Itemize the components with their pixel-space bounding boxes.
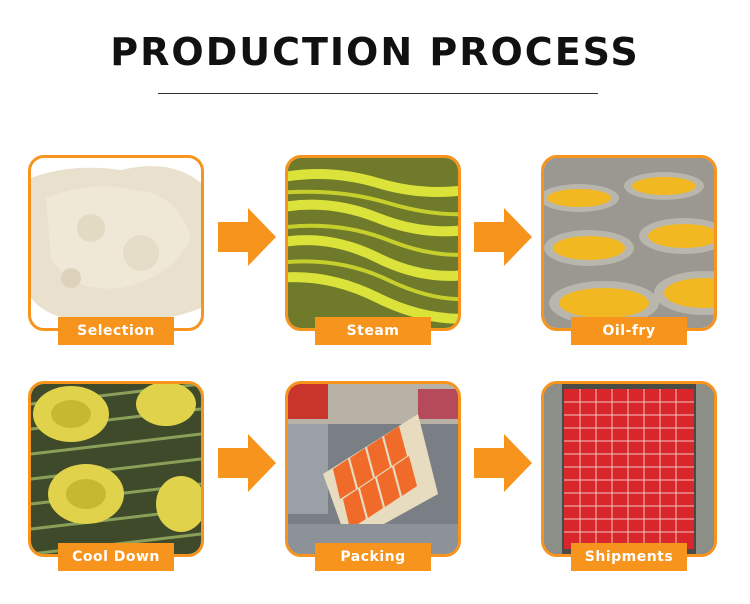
step-label: Selection (58, 317, 174, 345)
title-underline (158, 93, 598, 94)
step-steam: Steam (285, 155, 461, 345)
step-packing: Packing (285, 381, 461, 571)
step-label: Shipments (571, 543, 687, 571)
step-label: Cool Down (58, 543, 174, 571)
steamed-noodles-photo (285, 155, 461, 331)
arrow-right-icon (218, 434, 276, 492)
packing-line-photo (285, 381, 461, 557)
step-oil-fry: Oil-fry (541, 155, 717, 345)
step-shipments: Shipments (541, 381, 717, 571)
step-cool-down: Cool Down (28, 381, 204, 571)
step-label: Steam (315, 317, 431, 345)
arrow-right-icon (474, 434, 532, 492)
boxed-shipments-photo (541, 381, 717, 557)
cooling-rack-photo (28, 381, 204, 557)
step-label: Packing (315, 543, 431, 571)
fried-noodle-molds-photo (541, 155, 717, 331)
arrow-right-icon (218, 208, 276, 266)
page-title: PRODUCTION PROCESS (110, 30, 640, 74)
step-label: Oil-fry (571, 317, 687, 345)
arrow-right-icon (474, 208, 532, 266)
flour-photo (28, 155, 204, 331)
step-selection: Selection (28, 155, 204, 345)
